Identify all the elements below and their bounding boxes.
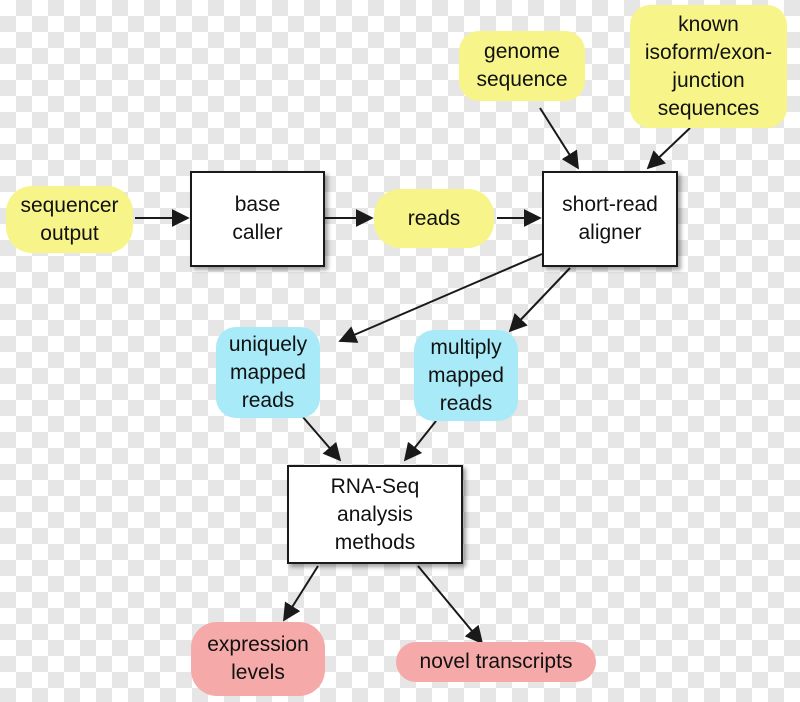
edge-rnaseq-to-novel (417, 565, 484, 645)
node-uniquely-mapped-reads: uniquely mapped reads (216, 327, 320, 418)
node-sequencer-output: sequencer output (6, 186, 133, 253)
edge-rnaseq-to-expression (283, 565, 319, 622)
node-novel-transcripts: novel transcripts (396, 642, 596, 682)
edge-uniquely-to-rnaseq (301, 415, 342, 462)
node-rnaseq-analysis-methods: RNA-Seq analysis methods (287, 465, 463, 564)
node-known-sequences: known isoform/exon- junction sequences (630, 5, 787, 128)
node-multiply-mapped-reads-label: multiply mapped reads (428, 335, 504, 415)
node-genome-sequence: genome sequence (459, 31, 585, 101)
node-uniquely-mapped-reads-label: uniquely mapped reads (228, 332, 308, 412)
node-short-read-aligner-label: short-read aligner (562, 193, 658, 244)
edge-genome-to-aligner (539, 107, 579, 170)
node-reads: reads (374, 189, 494, 248)
edge-aligner-to-multiply (508, 267, 571, 333)
edge-aligner-to-uniquely (338, 253, 543, 343)
edge-multiply-to-rnaseq (403, 420, 437, 462)
node-base-caller-label: base caller (232, 193, 283, 244)
node-sequencer-output-label: sequencer output (20, 193, 119, 245)
node-rnaseq-analysis-methods-label: RNA-Seq analysis methods (330, 474, 420, 554)
node-multiply-mapped-reads: multiply mapped reads (414, 330, 518, 421)
edge-known-to-aligner (646, 127, 691, 170)
node-expression-levels-label: expression levels (207, 633, 309, 684)
node-novel-transcripts-label: novel transcripts (419, 650, 573, 673)
node-reads-label: reads (407, 206, 461, 230)
node-expression-levels: expression levels (191, 622, 325, 696)
node-base-caller: base caller (190, 171, 325, 267)
node-genome-sequence-label: genome sequence (476, 40, 568, 91)
node-short-read-aligner: short-read aligner (542, 171, 678, 267)
node-known-sequences-label: known isoform/exon- junction sequences (644, 12, 773, 120)
